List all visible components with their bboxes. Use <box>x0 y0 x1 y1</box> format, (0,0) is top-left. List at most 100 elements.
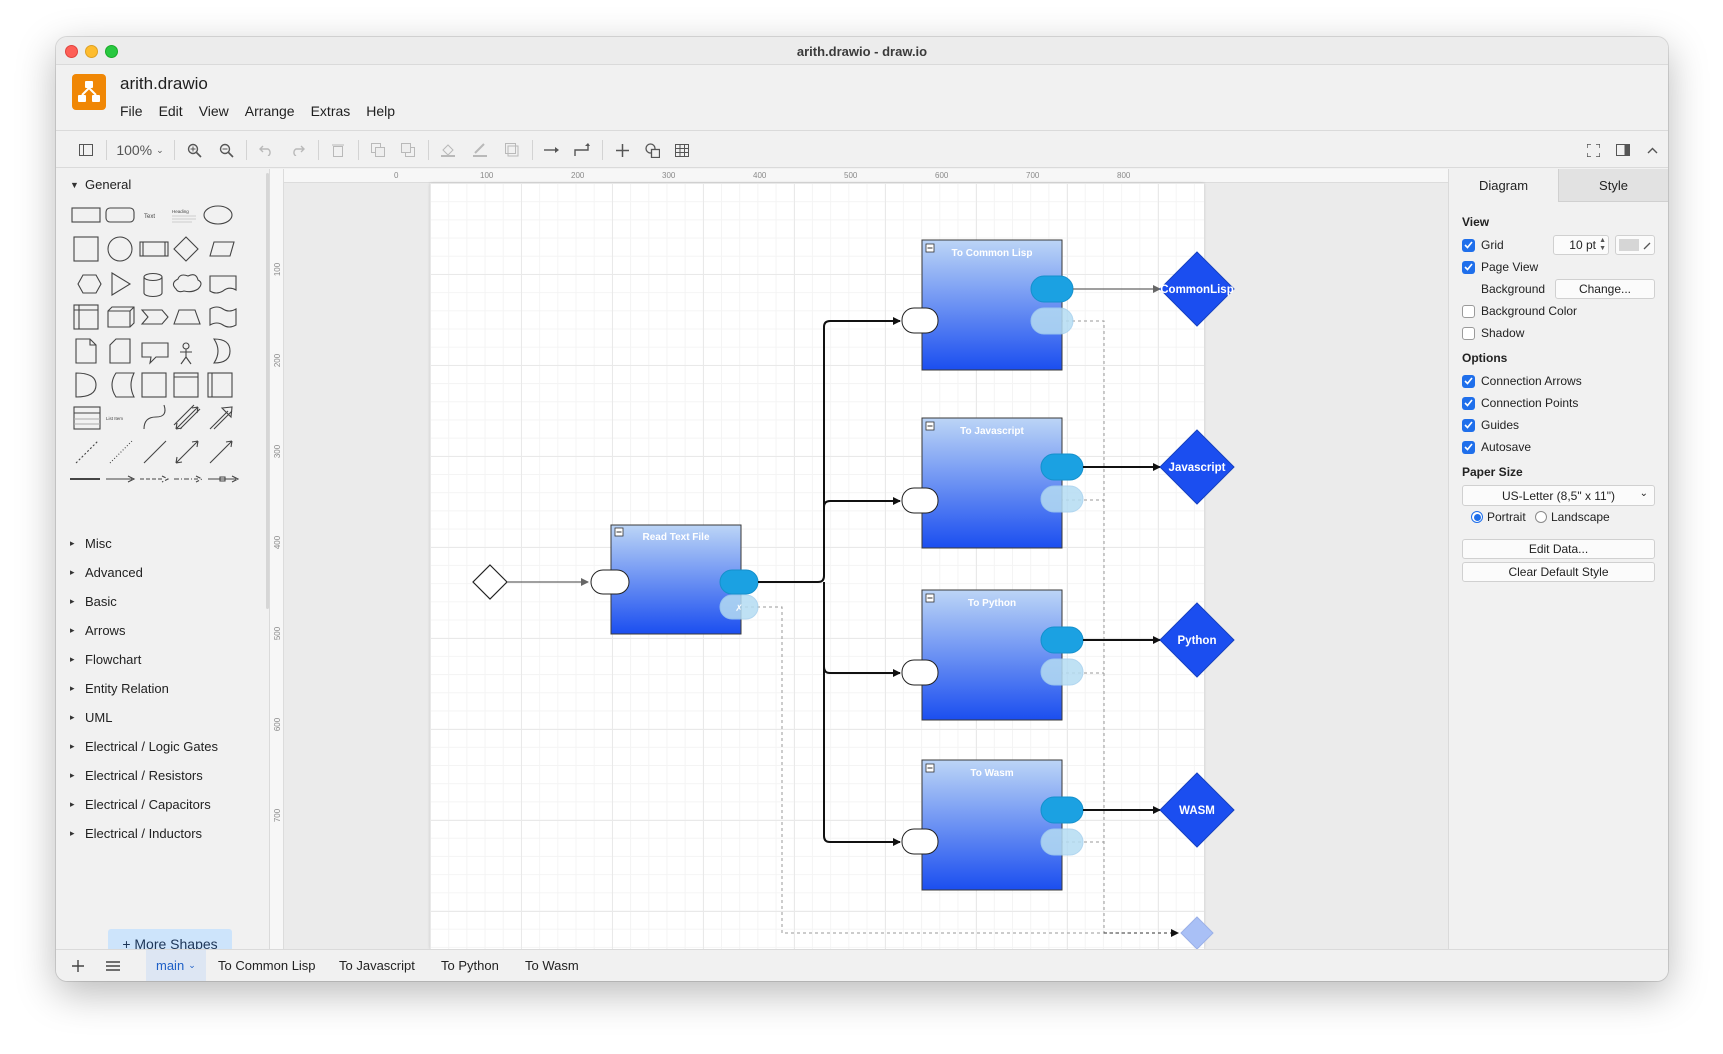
redo-icon[interactable] <box>286 138 310 162</box>
delay-shape[interactable] <box>75 372 97 398</box>
grid-option[interactable]: Grid <box>1462 238 1504 252</box>
connection-style-icon[interactable] <box>540 138 564 162</box>
waypoints-icon[interactable] <box>570 138 594 162</box>
table-icon[interactable] <box>670 138 694 162</box>
autosave-checkbox[interactable] <box>1462 440 1475 454</box>
change-background-button[interactable]: Change... <box>1555 279 1655 299</box>
card-shape[interactable] <box>109 338 131 364</box>
tab-diagram[interactable]: Diagram <box>1449 169 1558 202</box>
category-electrical-capacitors[interactable]: ▸Electrical / Capacitors <box>70 797 211 812</box>
file-name[interactable]: arith.drawio <box>120 74 208 93</box>
more-shapes-button[interactable]: + More Shapes <box>108 929 232 949</box>
square-shape[interactable] <box>73 236 99 262</box>
portrait-radio[interactable] <box>1471 511 1483 523</box>
bidirectional-connector-shape[interactable] <box>175 440 199 464</box>
shapes-icon[interactable] <box>640 138 664 162</box>
page-tab-to-python[interactable]: To Python <box>441 958 499 973</box>
zoom-out-icon[interactable] <box>214 138 238 162</box>
diagram-page[interactable] <box>430 183 1204 949</box>
list-item-shape[interactable]: List Item <box>106 416 123 421</box>
minimize-window-button[interactable] <box>85 45 98 58</box>
or-shape[interactable] <box>212 338 231 364</box>
menu-extras[interactable]: Extras <box>310 103 351 119</box>
internal-storage-shape[interactable] <box>73 304 99 330</box>
zoom-window-button[interactable] <box>105 45 118 58</box>
general-section-header[interactable]: ▼ General <box>70 177 131 192</box>
rounded-rectangle-shape[interactable] <box>105 207 135 223</box>
dashed-line-shape[interactable] <box>75 440 99 464</box>
pages-menu-icon[interactable] <box>106 950 120 981</box>
hexagon-shape[interactable] <box>77 274 102 294</box>
connection-arrows-option[interactable]: Connection Arrows <box>1462 374 1582 388</box>
chevron-down-icon[interactable]: ⌄ <box>188 960 196 970</box>
landscape-option[interactable]: Landscape <box>1535 510 1610 524</box>
fullscreen-icon[interactable] <box>1581 138 1605 162</box>
line-shape[interactable] <box>143 440 167 464</box>
vertical-container-shape[interactable] <box>207 372 233 398</box>
arrow-shape[interactable] <box>209 406 233 430</box>
trapezoid-shape[interactable] <box>173 309 201 325</box>
data-storage-shape[interactable] <box>111 372 135 398</box>
category-entity-relation[interactable]: ▸Entity Relation <box>70 681 169 696</box>
guides-option[interactable]: Guides <box>1462 418 1519 432</box>
text-shape[interactable]: Text <box>144 214 155 220</box>
dashed-connector-shape[interactable] <box>140 475 170 483</box>
connection-arrows-checkbox[interactable] <box>1462 374 1475 388</box>
actor-shape[interactable] <box>180 342 192 365</box>
background-color-option[interactable]: Background Color <box>1462 304 1577 318</box>
dash-dot-connector-shape[interactable] <box>174 475 204 483</box>
category-uml[interactable]: ▸UML <box>70 710 112 725</box>
delete-icon[interactable] <box>326 138 350 162</box>
background-color-checkbox[interactable] <box>1462 304 1475 318</box>
insert-icon[interactable] <box>610 138 634 162</box>
shadow-option[interactable]: Shadow <box>1462 326 1524 340</box>
to-front-icon[interactable] <box>366 138 390 162</box>
grid-checkbox[interactable] <box>1462 238 1475 252</box>
line-color-icon[interactable] <box>468 138 492 162</box>
zoom-dropdown[interactable]: 100% ⌄ <box>114 138 166 162</box>
grid-color-button[interactable] <box>1615 235 1655 255</box>
connector-arrow-shape[interactable] <box>106 475 136 483</box>
callout-shape[interactable] <box>141 342 169 365</box>
undo-icon[interactable] <box>254 138 278 162</box>
sidebar-scrollbar[interactable] <box>266 173 269 609</box>
circle-shape[interactable] <box>107 236 133 262</box>
portrait-option[interactable]: Portrait <box>1471 510 1526 524</box>
page-tab-main[interactable]: main ⌄ <box>146 950 206 981</box>
parallelogram-shape[interactable] <box>209 241 235 257</box>
connection-points-option[interactable]: Connection Points <box>1462 396 1578 410</box>
ellipse-shape[interactable] <box>203 205 233 225</box>
to-back-icon[interactable] <box>396 138 420 162</box>
grid-size-input[interactable]: 10 pt ▲▼ <box>1553 235 1609 255</box>
add-page-icon[interactable] <box>72 950 84 981</box>
page-tab-to-common-lisp[interactable]: To Common Lisp <box>218 958 316 973</box>
connection-points-checkbox[interactable] <box>1462 396 1475 410</box>
menu-view[interactable]: View <box>198 103 229 119</box>
category-electrical-resistors[interactable]: ▸Electrical / Resistors <box>70 768 203 783</box>
rectangle-shape[interactable] <box>71 207 101 223</box>
list-shape[interactable] <box>73 406 101 430</box>
horizontal-container-shape[interactable] <box>173 372 199 398</box>
directional-connector-shape[interactable] <box>209 440 233 464</box>
triangle-shape[interactable] <box>111 272 132 296</box>
toggle-format-panel-icon[interactable] <box>1611 138 1635 162</box>
bidirectional-arrow-shape[interactable] <box>173 404 201 430</box>
category-electrical-inductors[interactable]: ▸Electrical / Inductors <box>70 826 202 841</box>
category-electrical-logic-gates[interactable]: ▸Electrical / Logic Gates <box>70 739 218 754</box>
menu-edit[interactable]: Edit <box>158 103 183 119</box>
page-view-checkbox[interactable] <box>1462 260 1475 274</box>
guides-checkbox[interactable] <box>1462 418 1475 432</box>
page-tab-to-javascript[interactable]: To Javascript <box>339 958 415 973</box>
frame-shape[interactable] <box>141 372 167 398</box>
tab-style[interactable]: Style <box>1558 169 1668 202</box>
zoom-in-icon[interactable] <box>182 138 206 162</box>
clear-default-style-button[interactable]: Clear Default Style <box>1462 562 1655 582</box>
page-tab-to-wasm[interactable]: To Wasm <box>525 958 579 973</box>
shadow-checkbox[interactable] <box>1462 326 1475 340</box>
menu-help[interactable]: Help <box>366 103 396 119</box>
cube-shape[interactable] <box>107 306 135 328</box>
category-arrows[interactable]: ▸Arrows <box>70 623 125 638</box>
toggle-sidebar-icon[interactable] <box>74 138 98 162</box>
curve-shape[interactable] <box>143 404 166 430</box>
dotted-line-shape[interactable] <box>109 440 133 464</box>
